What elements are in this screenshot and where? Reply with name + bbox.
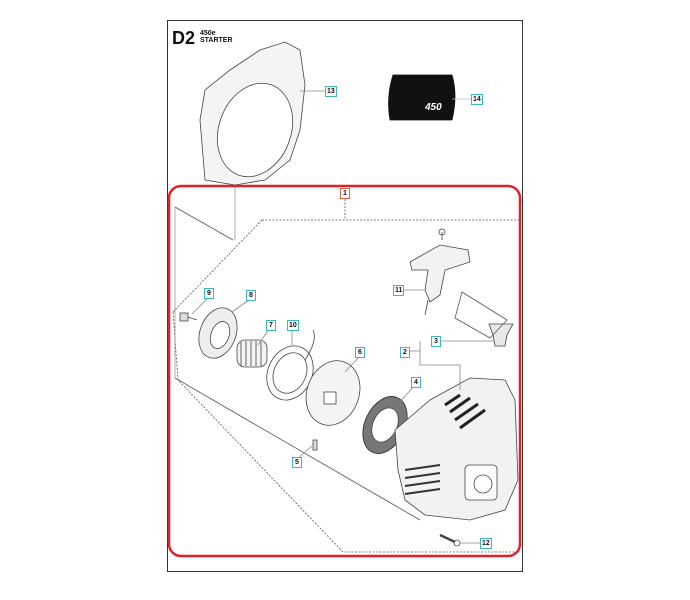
model-name: 450e: [200, 30, 216, 37]
part-13-fan-housing[interactable]: [199, 41, 306, 240]
section-code: D2: [172, 28, 196, 48]
callout-6[interactable]: 6: [355, 347, 365, 358]
callout-5[interactable]: 5: [292, 457, 302, 468]
callout-11[interactable]: 11: [393, 285, 405, 296]
part-2-starter-housing[interactable]: [394, 377, 519, 521]
callout-8[interactable]: 8: [246, 290, 256, 301]
assembly-1-outline[interactable]: [167, 184, 522, 558]
callout-13[interactable]: 13: [325, 86, 337, 97]
part-11-starter-handle[interactable]: [409, 228, 471, 316]
callout-9[interactable]: 9: [204, 288, 214, 299]
callout-14[interactable]: 14: [471, 94, 483, 105]
callout-4[interactable]: 4: [411, 377, 421, 388]
callout-3[interactable]: 3: [431, 336, 441, 347]
callout-7[interactable]: 7: [266, 320, 276, 331]
part-9-screw[interactable]: [179, 312, 198, 322]
part-12-screw[interactable]: [439, 533, 461, 547]
callout-2[interactable]: 2: [400, 347, 410, 358]
callout-12[interactable]: 12: [480, 538, 492, 549]
diagram-frame: [167, 20, 523, 572]
section-name: STARTER: [200, 37, 233, 44]
part-14-decal[interactable]: [388, 74, 456, 121]
callout-1[interactable]: 1: [340, 188, 350, 199]
decal-text: 450: [425, 102, 442, 113]
part-7-spring[interactable]: [236, 339, 268, 368]
callout-10[interactable]: 10: [287, 320, 299, 331]
part-5-screw[interactable]: [312, 439, 318, 451]
